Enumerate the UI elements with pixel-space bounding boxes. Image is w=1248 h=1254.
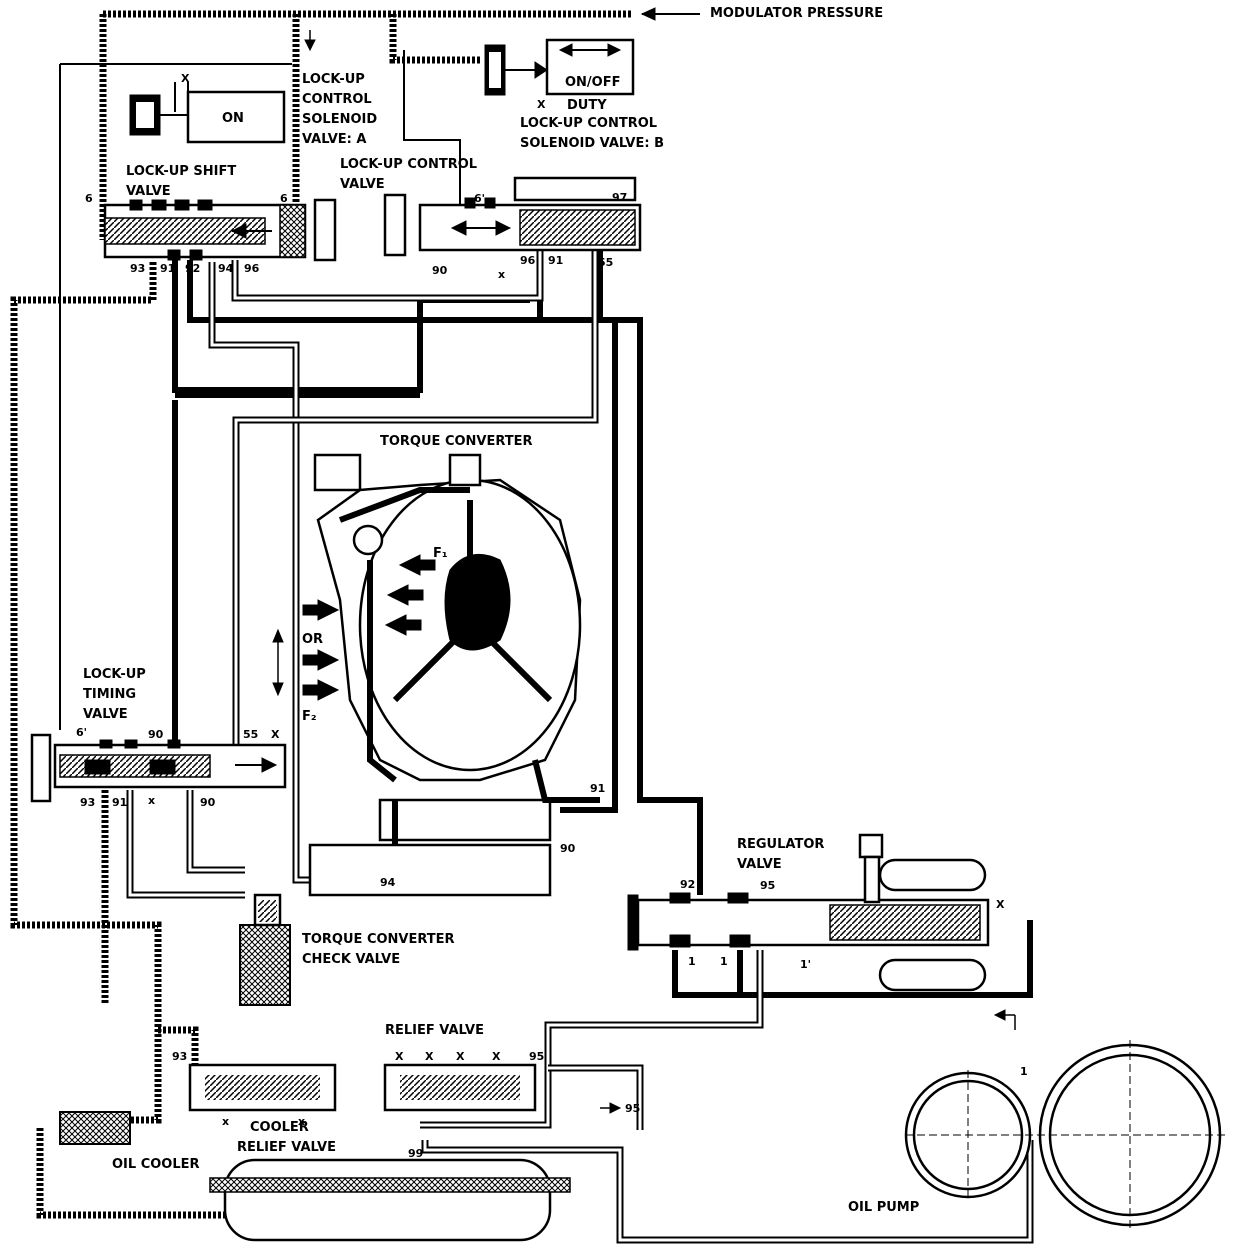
solenoid-a-label-3: SOLENOID xyxy=(302,112,377,127)
port-90: 90 xyxy=(200,796,216,809)
port-x: x xyxy=(498,268,505,281)
torque-converter-check-valve xyxy=(239,893,291,1006)
lockup-control-solenoid-valve-b xyxy=(484,38,635,96)
cooler-relief-label-2: RELIEF VALVE xyxy=(237,1140,336,1155)
port-91: 91 xyxy=(160,262,175,275)
port-93: 93 xyxy=(130,262,145,275)
regulator-valve xyxy=(627,833,990,992)
control-valve-label-1: LOCK-UP CONTROL xyxy=(340,157,477,172)
port-90: 90 xyxy=(432,264,448,277)
f1-label: F₁ xyxy=(433,546,448,561)
port-55: 55 xyxy=(598,256,613,269)
port-95: 95 xyxy=(625,1102,640,1115)
port-1-prime: 1' xyxy=(800,958,811,971)
cooler-relief-label-1: COOLER xyxy=(250,1120,309,1135)
port-1: 1 xyxy=(1020,1065,1028,1078)
f1-arrow-2 xyxy=(386,584,424,606)
port-55: 55 xyxy=(243,728,258,741)
port-labels: X X 6 6 6' 97 93 91 92 94 96 90 x 96 91 … xyxy=(76,72,1028,1160)
on-off-label: ON/OFF xyxy=(565,75,621,90)
solenoid-a-label-4: VALVE: A xyxy=(302,132,366,147)
port-6-prime: 6' xyxy=(76,726,87,739)
timing-valve-label-1: LOCK-UP xyxy=(83,667,146,682)
port-x: X xyxy=(456,1050,465,1063)
port-x: X xyxy=(271,728,280,741)
solenoid-a-label-1: LOCK-UP xyxy=(302,72,365,87)
f1-arrow-3 xyxy=(384,614,422,636)
port-95: 95 xyxy=(760,879,775,892)
port-94: 94 xyxy=(218,262,234,275)
port-96: 96 xyxy=(244,262,260,275)
torque-converter xyxy=(272,453,600,897)
port-x: x xyxy=(222,1115,229,1128)
solenoid-a-label-2: CONTROL xyxy=(302,92,372,107)
lockup-control-valve xyxy=(383,176,642,257)
torque-converter-label: TORQUE CONVERTER xyxy=(380,434,533,449)
f2-label: F₂ xyxy=(302,709,317,724)
port-x: X xyxy=(996,898,1005,911)
oil-cooler-label: OIL COOLER xyxy=(112,1157,200,1172)
on-label: ON xyxy=(222,111,244,126)
relief-valve xyxy=(383,1063,537,1112)
port-90: 90 xyxy=(148,728,164,741)
flow-arrows xyxy=(304,30,1016,1114)
port-95: 95 xyxy=(529,1050,544,1063)
port-91: 91 xyxy=(548,254,563,267)
relief-valve-label: RELIEF VALVE xyxy=(385,1023,484,1038)
port-90: 90 xyxy=(560,842,576,855)
port-x: x xyxy=(298,1115,305,1128)
or-label: OR xyxy=(302,632,323,647)
f1-arrow-1 xyxy=(398,554,436,576)
port-1: 1 xyxy=(720,955,728,968)
port-6: 6 xyxy=(85,192,93,205)
port-91: 91 xyxy=(112,796,127,809)
shift-valve-label-1: LOCK-UP SHIFT xyxy=(126,164,236,179)
port-x: X xyxy=(537,98,546,111)
port-x: X xyxy=(425,1050,434,1063)
modulator-pressure-label: MODULATOR PRESSURE xyxy=(710,6,883,21)
port-6: 6 xyxy=(280,192,288,205)
cooler-relief-valve xyxy=(188,1063,337,1112)
check-valve-label-2: CHECK VALVE xyxy=(302,952,400,967)
check-valve-label-1: TORQUE CONVERTER xyxy=(302,932,455,947)
port-92: 92 xyxy=(185,262,200,275)
lockup-control-solenoid-valve-a xyxy=(129,82,286,144)
control-valve-label-2: VALVE xyxy=(340,177,385,192)
f2-arrow-3 xyxy=(302,679,340,701)
port-96: 96 xyxy=(520,254,536,267)
port-6-prime: 6' xyxy=(474,192,485,205)
solenoid-b-label-1: LOCK-UP CONTROL xyxy=(520,116,657,131)
regulator-valve-label-1: REGULATOR xyxy=(737,837,824,852)
oil-cooler xyxy=(59,1111,571,1242)
oil-pump-label: OIL PUMP xyxy=(848,1200,919,1215)
oil-pump xyxy=(904,1040,1225,1230)
shift-valve-label-2: VALVE xyxy=(126,184,171,199)
port-92: 92 xyxy=(680,878,695,891)
port-94: 94 xyxy=(380,876,396,889)
f2-arrow-2 xyxy=(302,649,340,671)
port-x: X xyxy=(181,72,190,85)
port-x: x xyxy=(148,794,155,807)
solenoid-b-label-2: SOLENOID VALVE: B xyxy=(520,136,664,151)
port-x: X xyxy=(492,1050,501,1063)
timing-valve-label-3: VALVE xyxy=(83,707,128,722)
port-93: 93 xyxy=(80,796,95,809)
lockup-shift-valve xyxy=(103,198,337,262)
duty-label: DUTY xyxy=(567,98,607,113)
regulator-valve-label-2: VALVE xyxy=(737,857,782,872)
lockup-timing-valve xyxy=(30,733,287,803)
left-hatched-line xyxy=(10,262,240,1219)
port-91: 91 xyxy=(590,782,605,795)
f2-arrow-1 xyxy=(302,599,340,621)
timing-valve-label-2: TIMING xyxy=(83,687,136,702)
port-93: 93 xyxy=(172,1050,187,1063)
port-97: 97 xyxy=(612,191,627,204)
port-x: X xyxy=(395,1050,404,1063)
port-1: 1 xyxy=(688,955,696,968)
port-99: 99 xyxy=(408,1147,423,1160)
